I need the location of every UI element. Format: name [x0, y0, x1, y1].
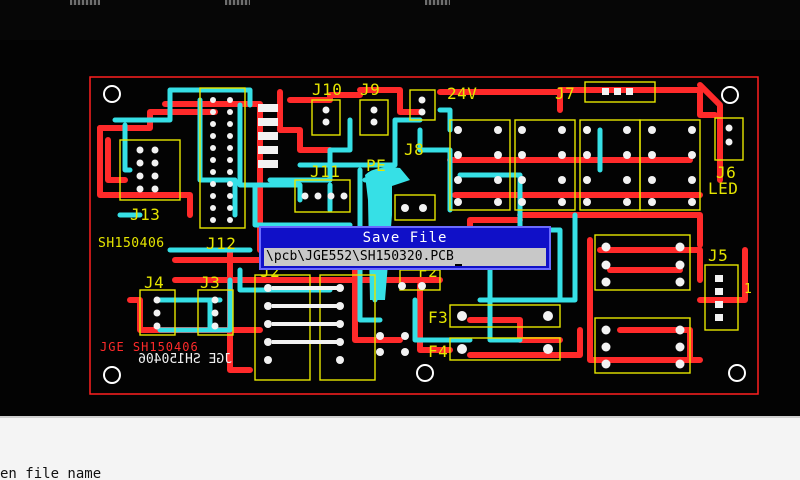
label-j3: J3	[200, 273, 221, 292]
pcb-board-canvas[interactable]	[0, 0, 800, 420]
status-bar	[0, 418, 800, 480]
copper-text-jge-mirrored: JGE SH150406	[138, 352, 232, 367]
pads	[136, 88, 733, 369]
top-area	[0, 0, 800, 40]
status-separator	[0, 416, 800, 418]
label-j6: J6	[716, 163, 737, 182]
label-j12: J12	[206, 234, 237, 253]
label-24v: 24V	[447, 84, 478, 103]
label-j4: J4	[144, 273, 165, 292]
label-f3: F3	[428, 308, 449, 327]
label-j5: J5	[708, 246, 729, 265]
mounting-holes	[103, 85, 746, 384]
label-sh150406: SH150406	[98, 236, 165, 251]
menu-artifact	[425, 0, 450, 5]
label-j10: J10	[312, 80, 343, 99]
label-led: LED	[708, 179, 739, 198]
label-j8: J8	[404, 140, 425, 159]
save-file-dialog[interactable]: Save File \pcb\JGE552\SH150320.PCB	[259, 226, 551, 270]
copper-text-jge: JGE SH150406	[100, 340, 199, 354]
label-j13: J13	[130, 205, 161, 224]
label-pe: PE	[366, 156, 387, 175]
label-f4: F4	[428, 342, 449, 361]
menu-artifact	[225, 0, 250, 5]
filename-input[interactable]: \pcb\JGE552\SH150320.PCB	[264, 248, 546, 266]
label-j9: J9	[360, 80, 381, 99]
label-j7: J7	[555, 84, 576, 103]
filename-text: \pcb\JGE552\SH150320.PCB	[266, 249, 454, 264]
board-outline	[89, 76, 759, 395]
text-cursor	[454, 264, 462, 266]
status-prompt: en file name	[0, 466, 102, 480]
menu-artifact	[70, 0, 100, 5]
label-j11: J11	[310, 162, 341, 181]
dialog-title: Save File	[362, 230, 448, 246]
label-j5-pin1: 1	[744, 282, 753, 297]
